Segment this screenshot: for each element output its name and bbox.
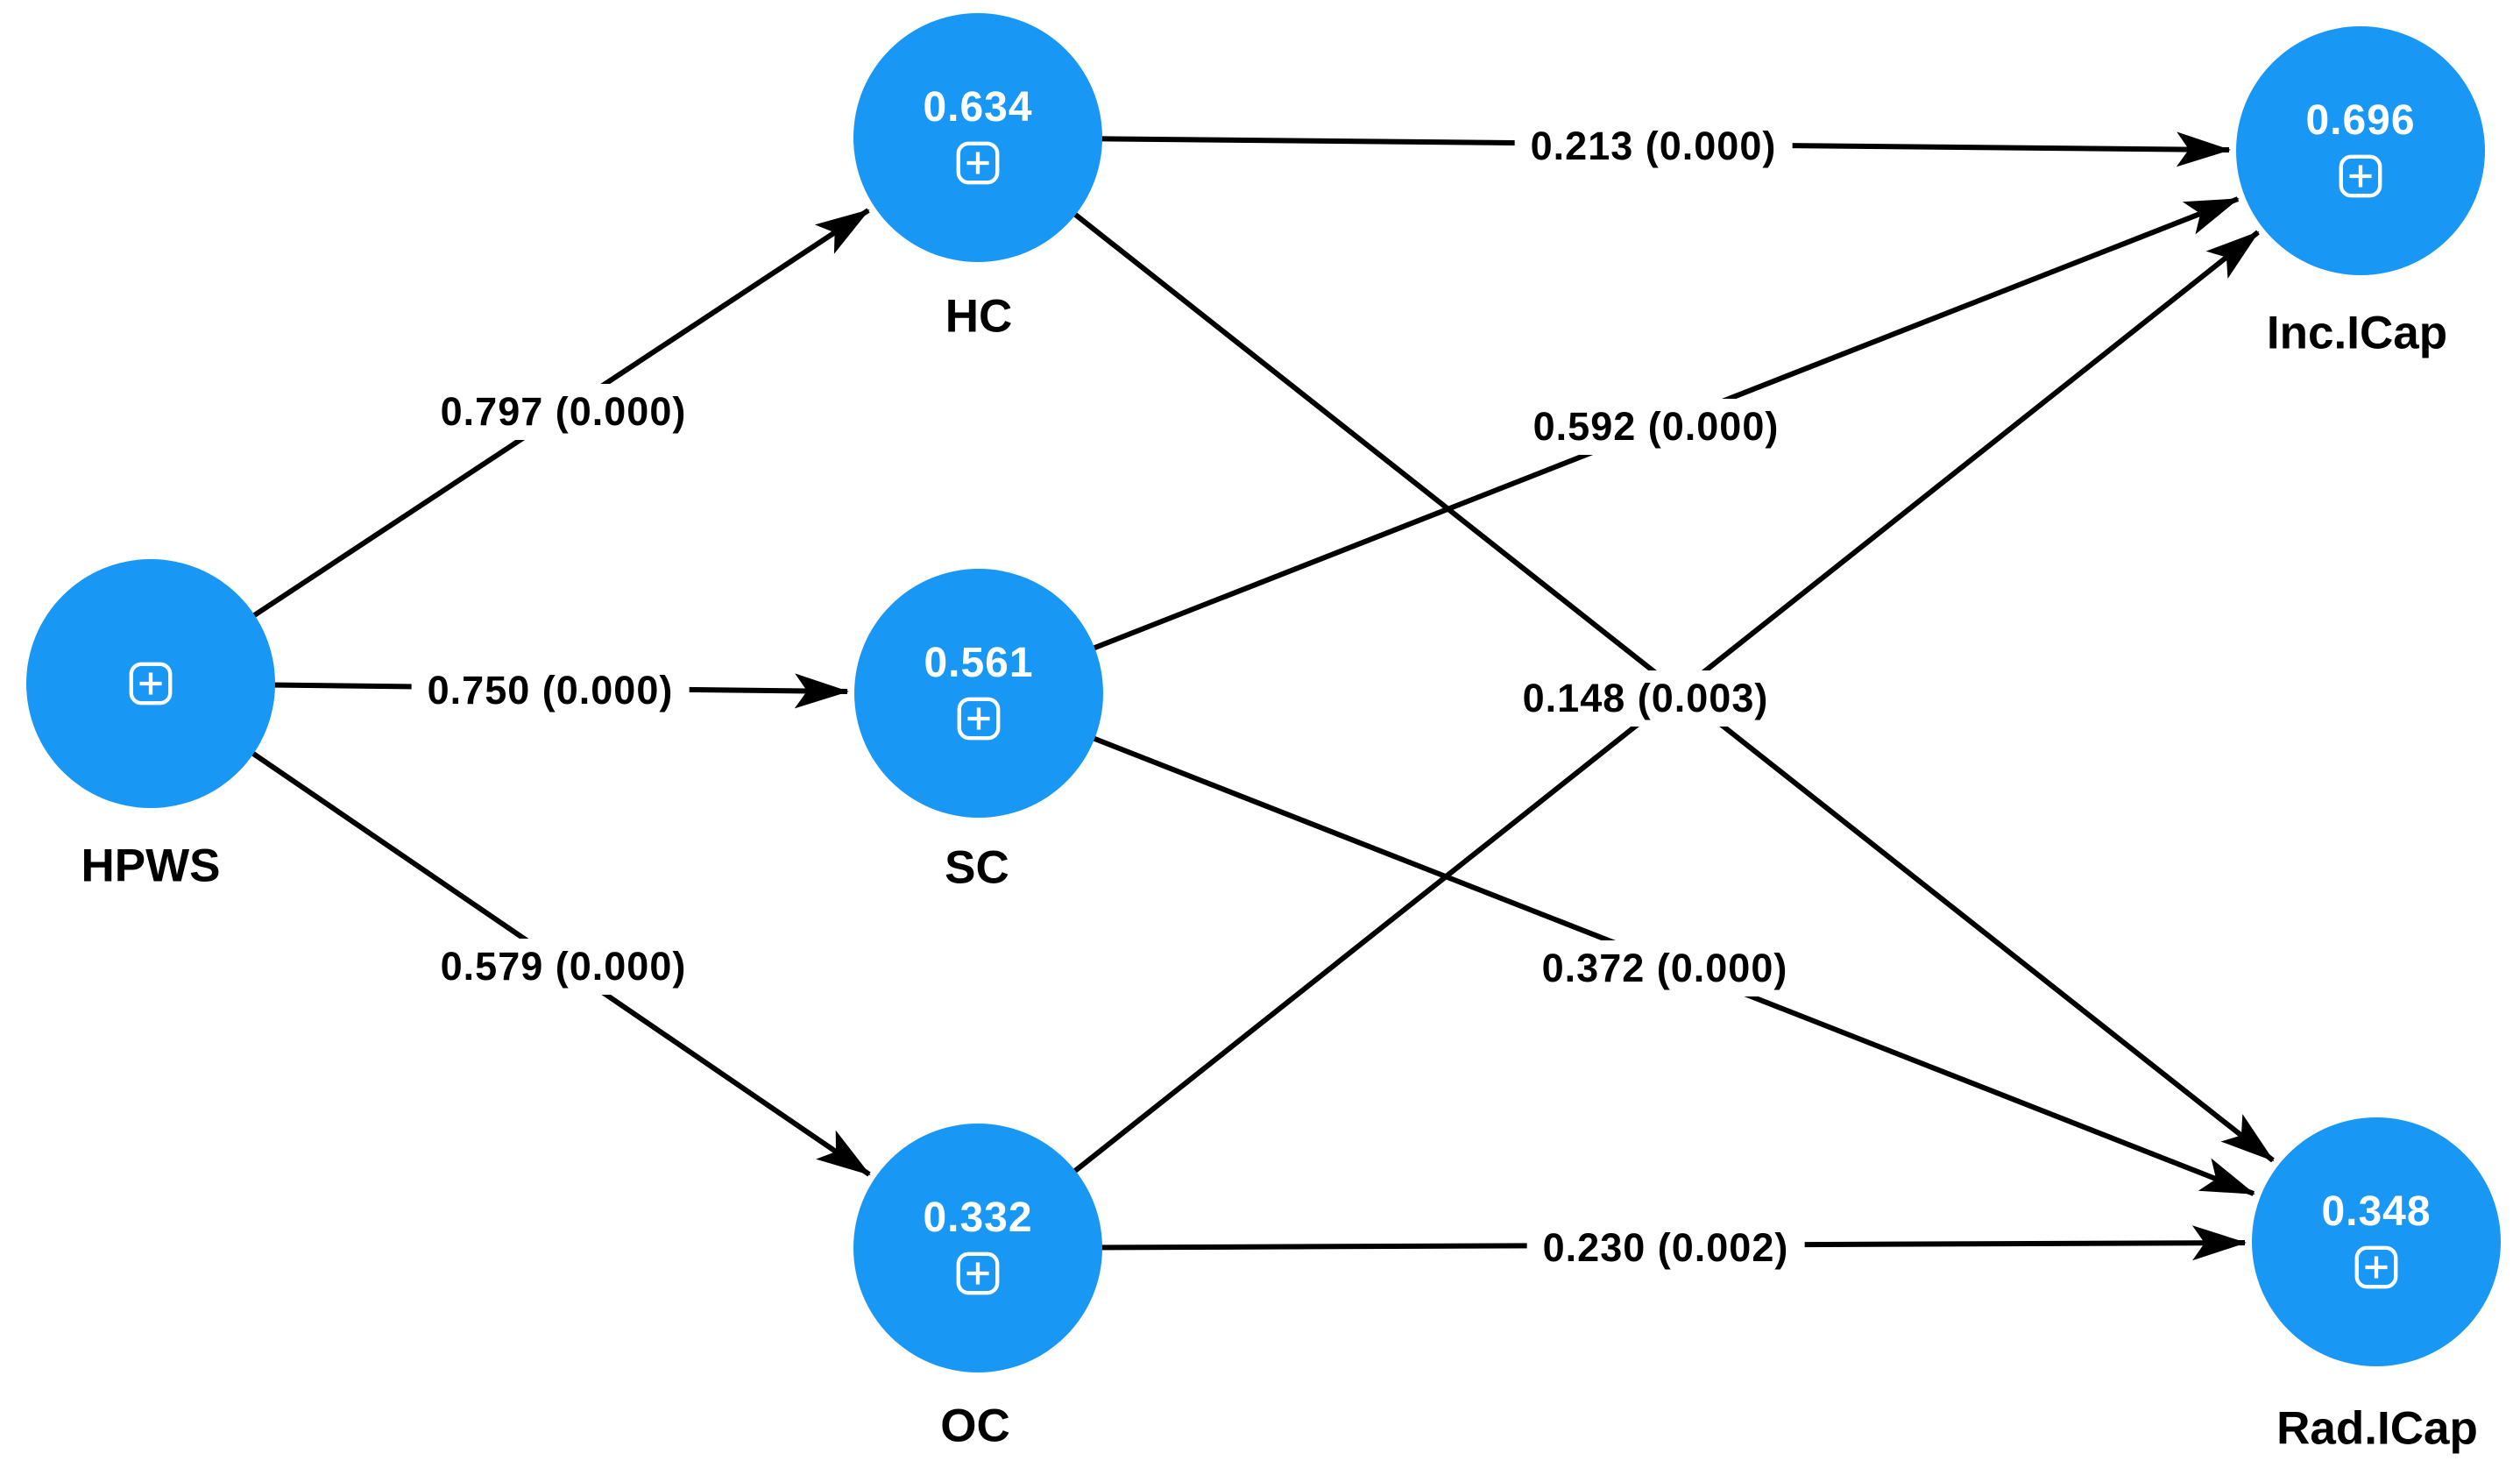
coefficient-hpws-oc: 0.579 (0.000): [424, 939, 703, 995]
plus-icon: [2339, 154, 2382, 198]
plus-icon: [129, 662, 173, 706]
plus-icon: [957, 697, 1001, 741]
node-label-radicap: Rad.ICap: [2276, 1402, 2478, 1455]
coefficient-hpws-sc: 0.750 (0.000): [411, 663, 690, 719]
r-squared-incicap: 0.696: [2305, 97, 2416, 144]
node-oc[interactable]: 0.332: [853, 1124, 1102, 1372]
node-label-sc: SC: [945, 841, 1009, 894]
node-hpws[interactable]: [26, 559, 275, 808]
node-radicap[interactable]: 0.348: [2252, 1117, 2501, 1366]
r-squared-sc: 0.561: [924, 640, 1034, 686]
path-oc-to-incicap: [976, 230, 2260, 1251]
path-hpws-to-hc: [149, 208, 870, 686]
plus-icon: [2354, 1245, 2398, 1289]
node-incicap[interactable]: 0.696: [2236, 26, 2485, 275]
coefficient-sc-radicap: 0.372 (0.000): [1525, 940, 1804, 996]
coefficient-hc-radicap: 0.148 (0.003): [1506, 670, 1785, 727]
path-hc-to-radicap: [976, 135, 2275, 1163]
node-label-incicap: Inc.ICap: [2266, 307, 2448, 359]
path-hpws-to-oc: [149, 681, 871, 1177]
plus-icon: [956, 141, 1000, 185]
node-sc[interactable]: 0.561: [854, 569, 1103, 818]
coefficient-hpws-hc: 0.797 (0.000): [424, 384, 703, 440]
coefficient-hc-incicap: 0.213 (0.000): [1514, 118, 1793, 174]
r-squared-oc: 0.332: [923, 1195, 1033, 1241]
r-squared-hc: 0.634: [923, 84, 1033, 131]
coefficient-oc-radicap: 0.230 (0.002): [1526, 1220, 1805, 1276]
node-label-hc: HC: [945, 290, 1013, 343]
node-label-hpws: HPWS: [81, 840, 221, 892]
node-label-oc: OC: [940, 1400, 1010, 1452]
node-hc[interactable]: 0.634: [853, 13, 1102, 262]
coefficient-sc-incicap: 0.592 (0.000): [1517, 399, 1795, 455]
r-squared-radicap: 0.348: [2321, 1188, 2432, 1235]
plus-icon: [956, 1252, 1000, 1295]
